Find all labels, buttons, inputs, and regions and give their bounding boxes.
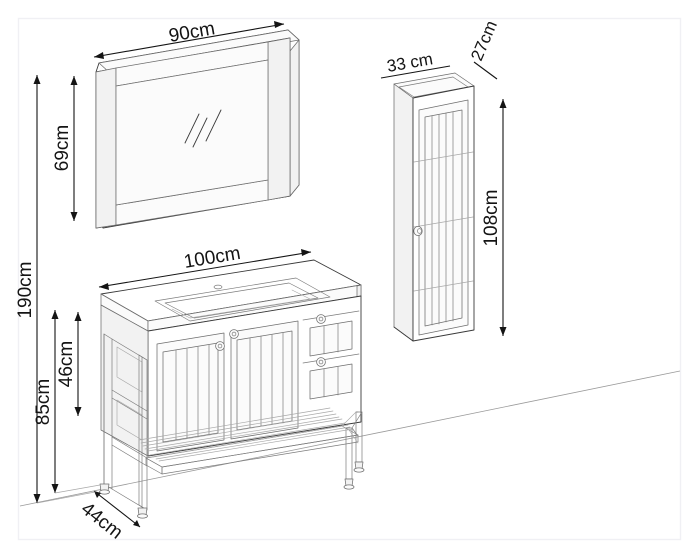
vanity-assembly <box>99 259 365 519</box>
vanity-left-door-slats <box>175 344 210 441</box>
tall-cabinet-door-slats <box>431 111 454 326</box>
tall-cabinet-assembly <box>393 72 475 342</box>
dimension-mirror-height: 69cm <box>52 76 78 221</box>
faucet-hole <box>213 284 223 290</box>
vanity-feet <box>99 461 365 519</box>
vanity-bottom-shelf <box>138 407 359 475</box>
page-border <box>17 17 682 541</box>
dimension-cabinet-depth: 27cm <box>467 18 501 80</box>
label-cabinet-depth: 27cm <box>467 18 501 64</box>
mirror-reflection-lines <box>184 109 222 148</box>
label-mirror-width: 90cm <box>167 18 216 47</box>
label-vanity-body-height: 46cm <box>56 341 77 387</box>
dimension-cabinet-width: 33 cm <box>380 49 451 79</box>
vanity-drawer-upper-knob <box>316 314 326 324</box>
vanity-drawer-upper <box>309 314 353 357</box>
dimension-cabinet-height: 108cm <box>481 99 507 336</box>
tall-cabinet-shelf-guides <box>413 151 474 292</box>
dimension-vanity-total-height: 85cm <box>33 310 59 493</box>
label-vanity-total-height: 85cm <box>33 379 54 425</box>
label-cabinet-height: 108cm <box>481 189 502 246</box>
dimension-vanity-depth: 44cm <box>77 490 141 544</box>
label-vanity-width: 100cm <box>182 243 242 273</box>
vanity-drawer-lower-knob <box>316 357 326 367</box>
dimension-overall-height: 190cm <box>15 75 41 503</box>
label-overall-height: 190cm <box>15 261 36 318</box>
mirror-assembly <box>95 29 300 229</box>
label-cabinet-width: 33 cm <box>385 49 434 76</box>
tall-cabinet-door-knob <box>413 226 423 236</box>
label-mirror-height: 69cm <box>52 125 73 171</box>
ground-line <box>19 370 681 507</box>
dimension-vanity-body-height: 46cm <box>56 312 82 416</box>
vanity-drawer-lower <box>309 357 353 400</box>
extension-lines <box>36 484 101 504</box>
vanity-right-door-slats <box>249 332 284 429</box>
vanity-left-door-knob <box>215 341 225 351</box>
label-vanity-depth: 44cm <box>77 498 127 543</box>
vanity-right-door-knob <box>229 329 239 339</box>
